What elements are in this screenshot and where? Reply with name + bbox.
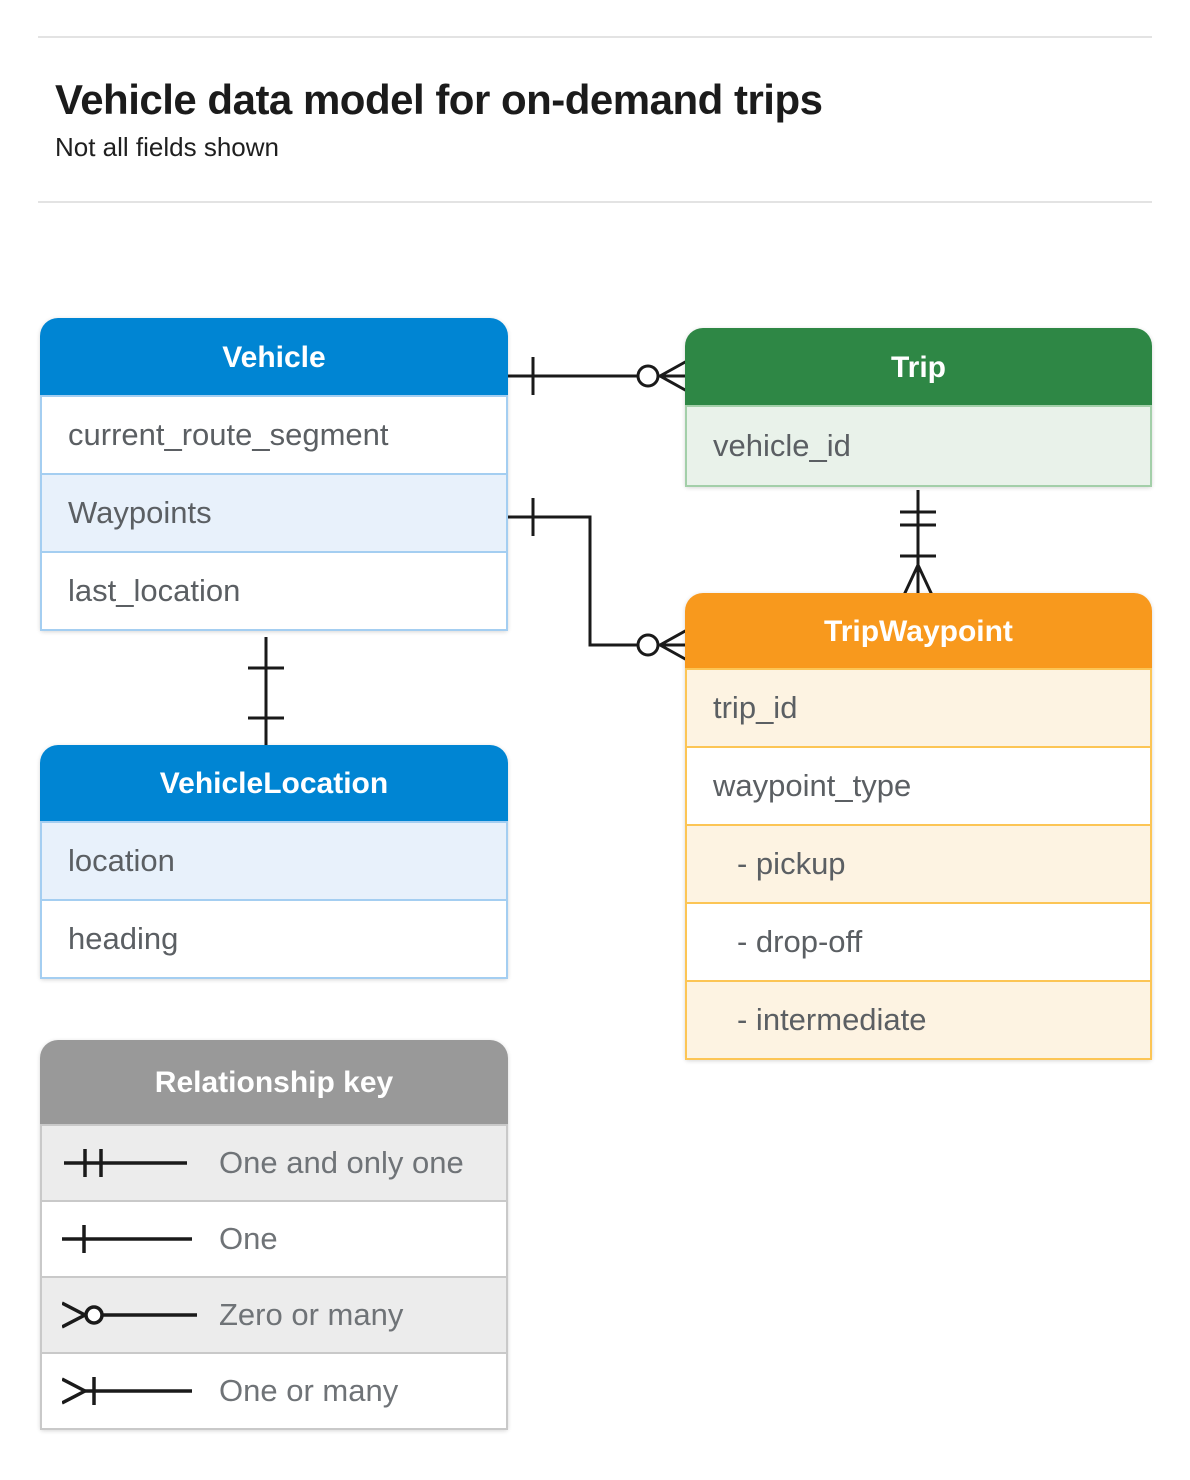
one-or-many-icon: [62, 1377, 192, 1405]
top-divider: [38, 36, 1152, 38]
connector-waypoints-tripwaypoint: [508, 498, 687, 660]
vehicle-table-header: Vehicle: [40, 318, 508, 397]
page-title: Vehicle data model for on-demand trips: [55, 76, 823, 123]
crow-foot-symbol: [660, 361, 687, 391]
crow-foot-symbol: [904, 565, 932, 595]
legend-item: Zero or many: [40, 1276, 508, 1354]
relationship-key: Relationship key One and only one One Ze: [40, 1040, 508, 1430]
connector-trip-tripwaypoint: [900, 490, 936, 595]
trip-table-header: Trip: [685, 328, 1152, 407]
connector-vehicle-trip: [508, 357, 687, 395]
table-row: - drop-off: [685, 902, 1152, 982]
one-and-only-one-icon: [64, 1149, 187, 1177]
table-row: location: [40, 821, 508, 901]
table-row: - intermediate: [685, 980, 1152, 1060]
table-row: heading: [40, 899, 508, 979]
tripwaypoint-table-header: TripWaypoint: [685, 593, 1152, 670]
legend-label: One: [219, 1221, 278, 1256]
vehiclelocation-table-header: VehicleLocation: [40, 745, 508, 823]
table-row: vehicle_id: [685, 405, 1152, 487]
relationship-key-header: Relationship key: [40, 1040, 508, 1126]
legend-label: One or many: [219, 1373, 399, 1408]
tripwaypoint-table: TripWaypoint trip_id waypoint_type - pic…: [685, 593, 1152, 1060]
vehicle-table: Vehicle current_route_segment Waypoints …: [40, 318, 508, 631]
table-row: trip_id: [685, 668, 1152, 748]
table-row: - pickup: [685, 824, 1152, 904]
table-row: waypoint_type: [685, 746, 1152, 826]
legend-label: One and only one: [219, 1145, 464, 1180]
table-row: current_route_segment: [40, 395, 508, 475]
header-divider: [38, 201, 1152, 203]
trip-table: Trip vehicle_id: [685, 328, 1152, 487]
legend-item: One and only one: [40, 1124, 508, 1202]
legend-label: Zero or many: [219, 1297, 404, 1332]
page-subtitle: Not all fields shown: [55, 132, 279, 162]
legend-item: One or many: [40, 1352, 508, 1430]
connector-vehicle-vehiclelocation: [248, 637, 284, 745]
zero-circle-symbol: [638, 366, 658, 386]
zero-or-many-icon: [62, 1301, 197, 1329]
zero-circle-symbol: [638, 635, 658, 655]
table-row: last_location: [40, 551, 508, 631]
crow-foot-symbol: [660, 630, 687, 660]
one-icon: [62, 1225, 192, 1253]
vehiclelocation-table: VehicleLocation location heading: [40, 745, 508, 979]
table-row: Waypoints: [40, 473, 508, 553]
legend-item: One: [40, 1200, 508, 1278]
